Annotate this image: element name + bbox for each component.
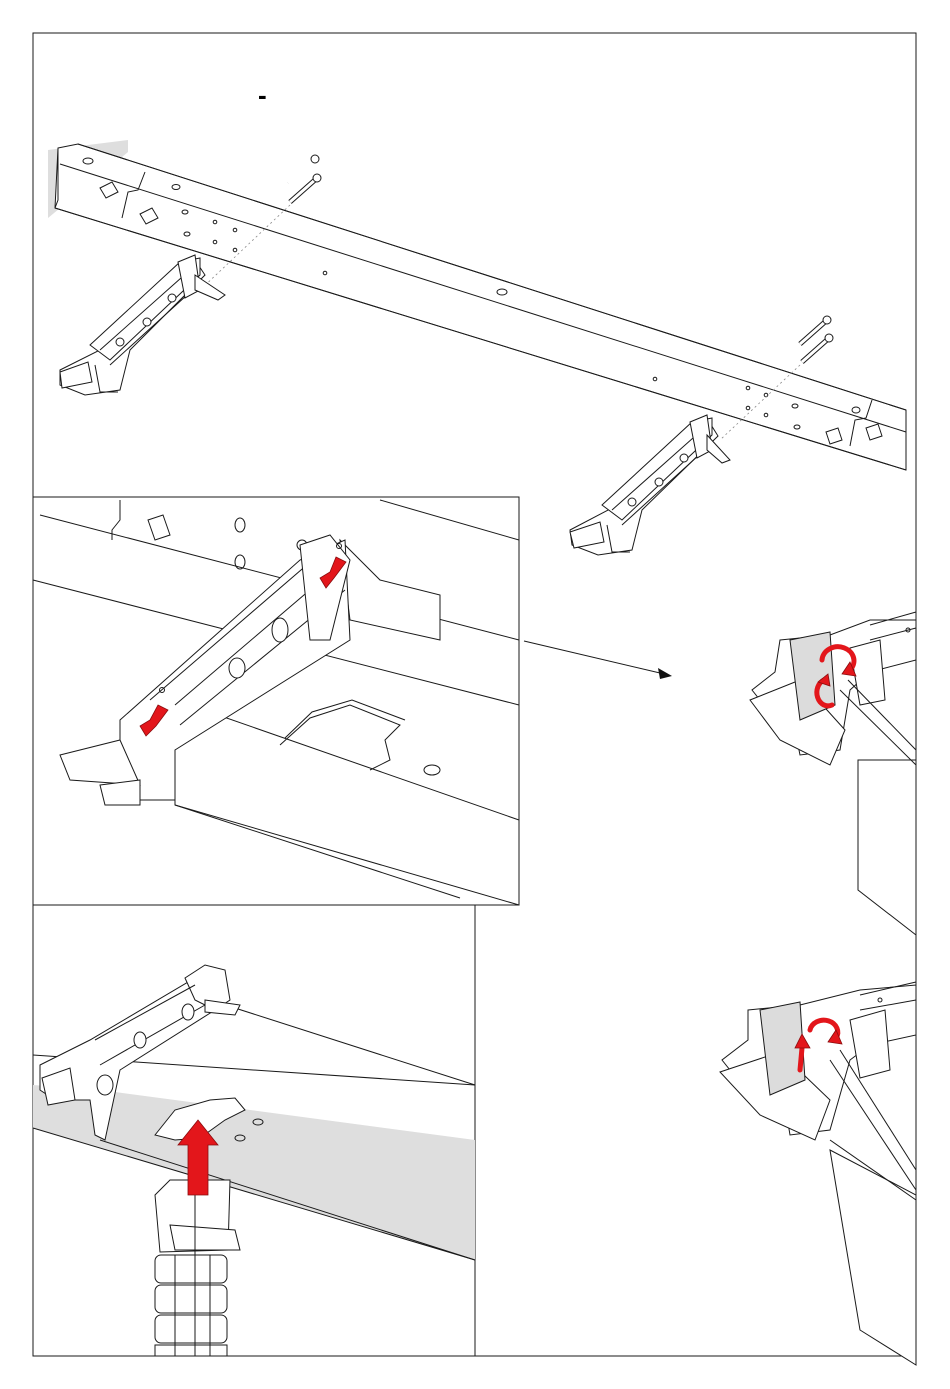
step-mark: - bbox=[258, 80, 267, 110]
bracket-left bbox=[60, 255, 225, 395]
bracket-right bbox=[570, 415, 730, 555]
detail-clip-bottom-view bbox=[720, 982, 916, 1365]
detail-snap-view bbox=[33, 497, 519, 905]
detail-clip-top-view bbox=[750, 612, 916, 935]
callout-arrow bbox=[524, 641, 672, 679]
cable-chain bbox=[155, 1180, 240, 1356]
detail-chain-view bbox=[33, 905, 475, 1356]
